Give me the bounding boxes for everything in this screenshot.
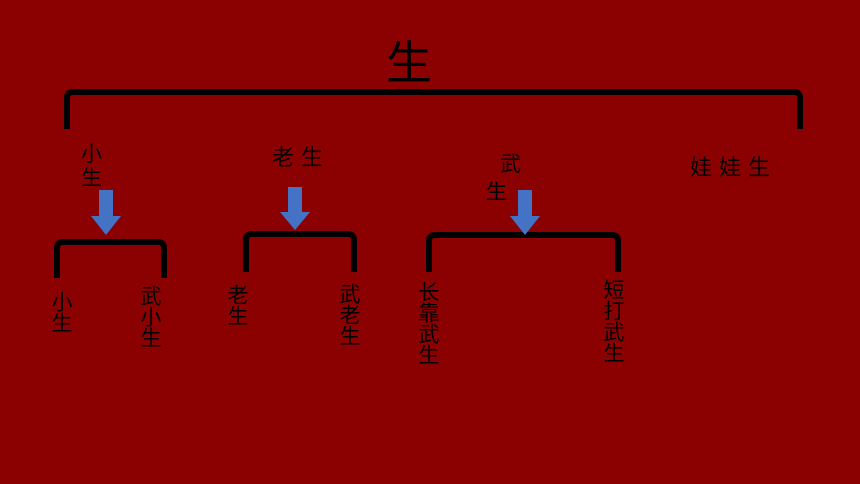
- category-label-wusheng-char1: 武: [500, 152, 521, 176]
- bracket-laosheng: [243, 231, 357, 272]
- root-bracket: [64, 89, 803, 129]
- category-label-wusheng-char2: 生: [486, 180, 507, 204]
- subtype-label: 武小生: [138, 285, 162, 348]
- subtype-label: 短打武生: [601, 279, 625, 363]
- down-arrow-icon: [91, 190, 121, 235]
- category-label-wawasheng: 娃 娃 生: [690, 156, 770, 181]
- category-label-laosheng: 老 生: [272, 146, 323, 171]
- category-label-xiaosheng: 小生: [81, 142, 102, 190]
- subtype-label: 小生: [49, 291, 73, 333]
- category-label-wusheng: 武 生: [486, 150, 526, 206]
- subtype-label: 武老生: [337, 283, 361, 346]
- bracket-xiaosheng: [54, 239, 167, 278]
- subtype-label: 老生: [225, 284, 249, 326]
- bracket-wusheng: [426, 232, 621, 272]
- subtype-label: 长靠武生: [416, 281, 440, 365]
- root-title: 生: [386, 36, 432, 90]
- down-arrow-icon: [280, 187, 310, 230]
- down-arrow-icon: [510, 190, 540, 235]
